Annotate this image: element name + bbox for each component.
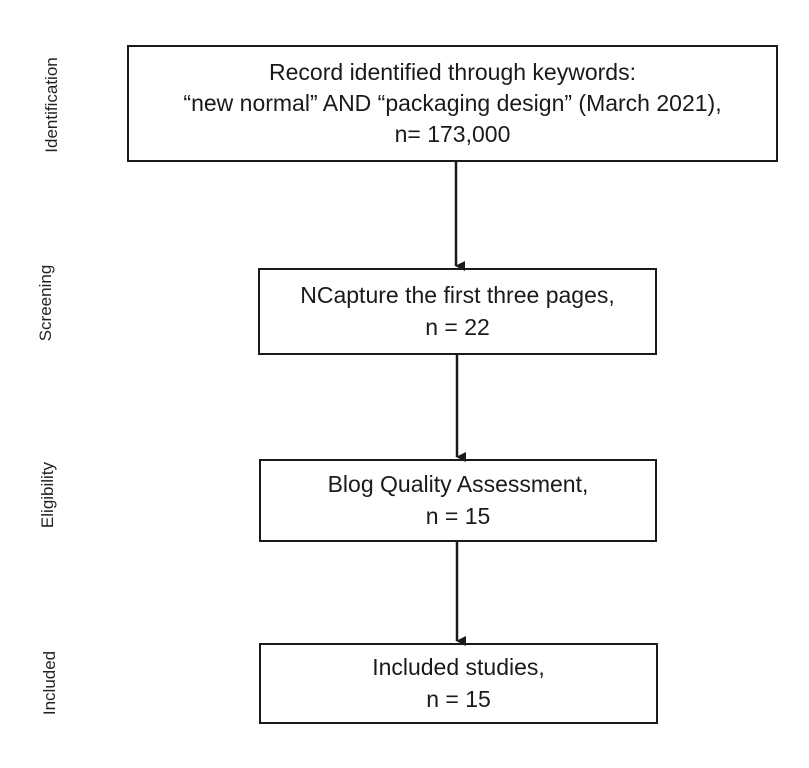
included-line-1: Included studies, bbox=[372, 654, 545, 681]
included-line-2: n = 15 bbox=[426, 685, 491, 712]
identification-line-2: “new normal” AND “packaging design” (Mar… bbox=[183, 89, 722, 116]
screening-line-2: n = 22 bbox=[425, 313, 490, 340]
eligibility-line-1: Blog Quality Assessment, bbox=[327, 471, 589, 498]
included-box: Included studies, n = 15 bbox=[259, 643, 658, 724]
identification-box: Record identified through keywords: “new… bbox=[127, 45, 778, 162]
eligibility-box: Blog Quality Assessment, n = 15 bbox=[259, 459, 657, 542]
eligibility-line-2: n = 15 bbox=[425, 502, 491, 529]
screening-line-1: NCapture the first three pages, bbox=[300, 282, 615, 309]
identification-line-3: n= 173,000 bbox=[394, 121, 511, 148]
identification-line-1: Record identified through keywords: bbox=[269, 58, 636, 85]
